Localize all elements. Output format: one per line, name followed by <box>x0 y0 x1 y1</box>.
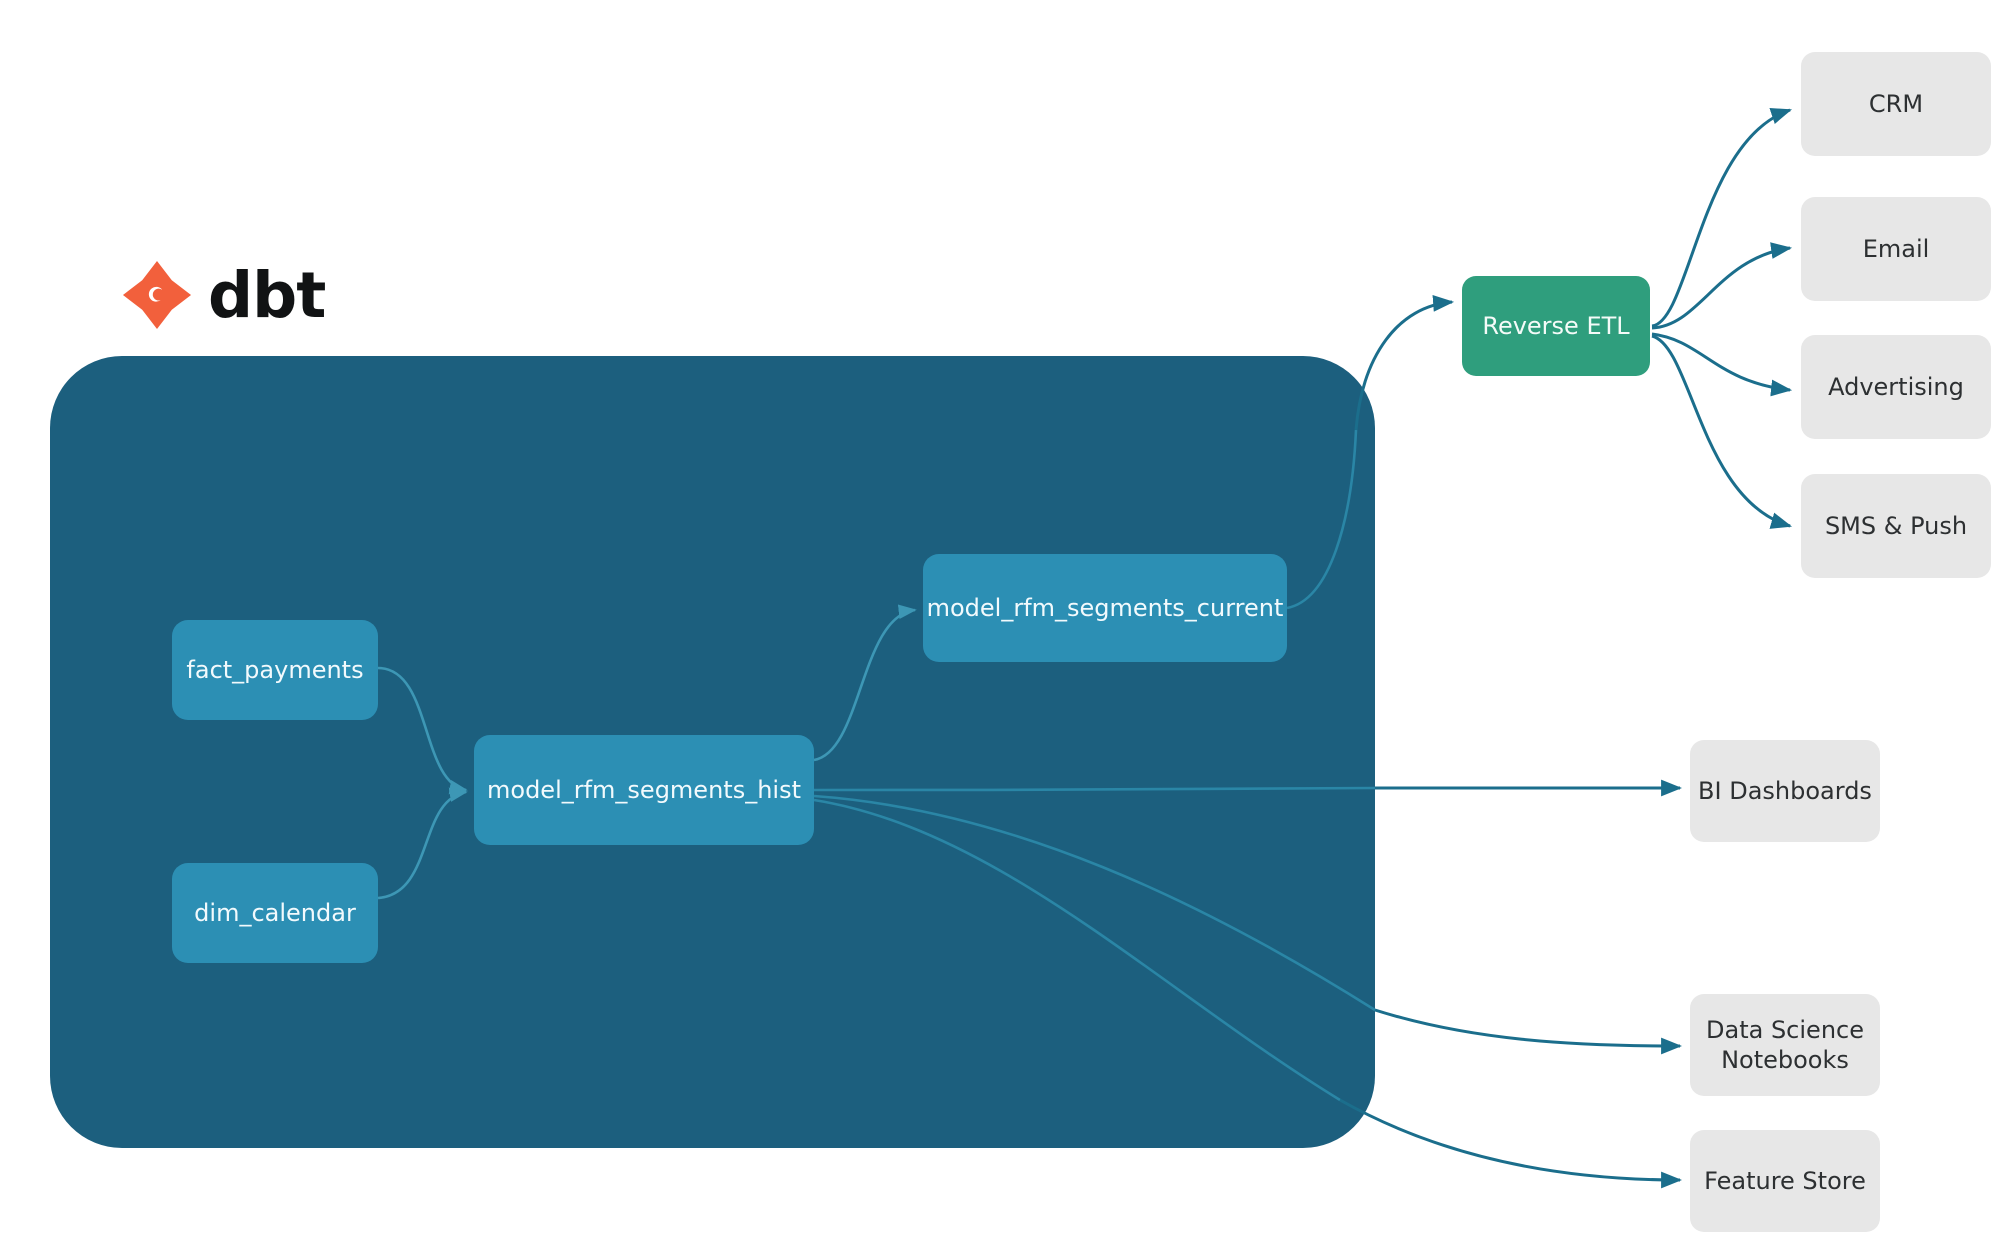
edge-reverse-etl-to-advertising <box>1651 332 1793 397</box>
node-label-line-1: Data Science <box>1706 1016 1864 1044</box>
node-label: SMS & Push <box>1824 512 1968 540</box>
node-label: Email <box>1862 235 1930 263</box>
node-email[interactable]: Email <box>1801 197 1991 301</box>
node-model-rfm-segments-current[interactable]: model_rfm_segments_current <box>923 554 1287 662</box>
node-label: fact_payments <box>186 656 364 684</box>
node-label-line-2: Notebooks <box>1721 1046 1849 1074</box>
node-model-rfm-segments-hist[interactable]: model_rfm_segments_hist <box>474 735 814 845</box>
edge-hist-to-feature-store <box>1339 1098 1683 1189</box>
node-dim-calendar[interactable]: dim_calendar <box>172 863 378 963</box>
node-reverse-etl[interactable]: Reverse ETL <box>1462 276 1650 376</box>
node-label: BI Dashboards <box>1698 777 1872 805</box>
node-feature-store[interactable]: Feature Store <box>1690 1130 1880 1232</box>
dbt-logo: dbt <box>120 258 326 332</box>
node-label: Reverse ETL <box>1482 312 1630 340</box>
dbt-wordmark: dbt <box>208 258 326 332</box>
node-label: model_rfm_segments_current <box>926 594 1284 622</box>
node-label: model_rfm_segments_hist <box>487 776 801 804</box>
edge-hist-to-ds-notebooks <box>1374 1008 1683 1055</box>
dbt-logo-icon <box>122 260 192 330</box>
node-bi-dashboards[interactable]: BI Dashboards <box>1690 740 1880 842</box>
node-label: Feature Store <box>1704 1167 1866 1195</box>
node-fact-payments[interactable]: fact_payments <box>172 620 378 720</box>
node-crm[interactable]: CRM <box>1801 52 1991 156</box>
node-label: CRM <box>1868 90 1924 118</box>
edge-reverse-etl-to-email <box>1651 242 1793 330</box>
edge-reverse-etl-to-sms-push <box>1651 334 1793 529</box>
node-advertising[interactable]: Advertising <box>1801 335 1991 439</box>
edge-reverse-etl-to-crm <box>1651 108 1792 328</box>
node-label: Data Science Notebooks <box>1706 1015 1864 1075</box>
node-label: Advertising <box>1828 373 1964 401</box>
node-label: dim_calendar <box>194 899 356 927</box>
node-sms-push[interactable]: SMS & Push <box>1801 474 1991 578</box>
node-data-science-notebooks[interactable]: Data Science Notebooks <box>1690 994 1880 1096</box>
